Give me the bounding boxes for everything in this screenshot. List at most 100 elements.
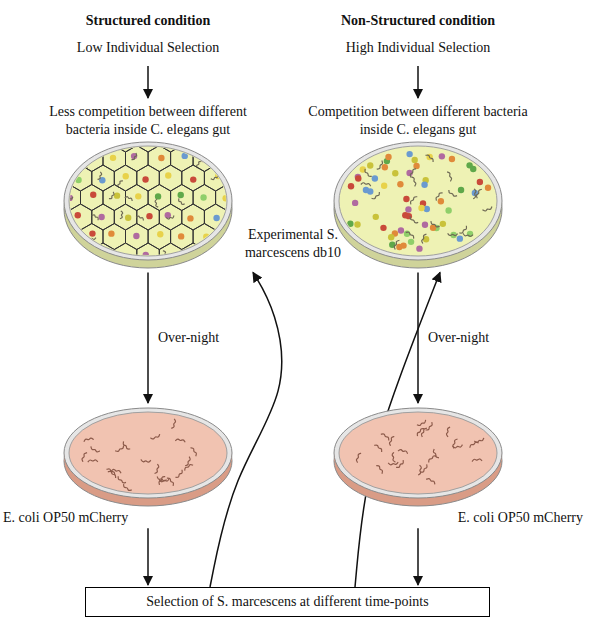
hex-cell: [58, 263, 81, 272]
bacteria-spot: [363, 187, 369, 193]
worm: [185, 465, 193, 471]
bacteria-spot: [123, 173, 129, 179]
bacteria-spot: [189, 139, 195, 145]
worm: [155, 464, 159, 474]
bacteria-spot: [200, 195, 206, 201]
bacteria-spot: [416, 246, 422, 252]
worm: [406, 232, 414, 239]
worm: [118, 476, 126, 483]
agar: [339, 412, 497, 494]
worm: [420, 464, 427, 472]
bacteria-spot: [215, 173, 221, 179]
hex-cell: [216, 263, 238, 272]
hex-cell: [182, 204, 205, 230]
dish-rim: [64, 142, 232, 260]
hex-cell: [69, 243, 92, 269]
bacteria-spot: [222, 195, 228, 201]
worm: [109, 192, 114, 199]
hex-cell: [204, 204, 227, 230]
hex-cell: [126, 263, 149, 272]
flow-arrow: [147, 66, 149, 98]
worm: [211, 175, 218, 180]
hex-cell: [114, 204, 137, 230]
worm: [431, 222, 440, 228]
bacteria-spot: [66, 157, 72, 163]
bacteria-spot: [178, 192, 184, 198]
bacteria-spot: [169, 139, 175, 143]
hex-cell: [69, 139, 92, 152]
bacteria-spot: [373, 214, 379, 220]
bacteria-spot: [75, 177, 81, 183]
dish-drawing: [58, 405, 238, 509]
worm: [381, 434, 389, 441]
bacteria-spot: [238, 139, 239, 140]
hex-cell: [227, 243, 238, 269]
worm: [374, 445, 381, 452]
worm: [436, 193, 443, 201]
edge-label: Over-night: [426, 329, 491, 347]
bacteria-spot: [178, 234, 184, 240]
dish-content: [347, 151, 492, 252]
worm: [365, 169, 372, 177]
agar: [69, 146, 227, 256]
hex-cell: [204, 139, 227, 152]
bacteria-spot: [224, 234, 230, 240]
agar: [339, 146, 497, 256]
dish-label: Less competition between different bacte…: [38, 103, 258, 139]
hex-cell: [114, 165, 137, 191]
bacteria-spot: [89, 231, 95, 237]
bacteria-spot: [114, 193, 120, 199]
bacteria-spot: [403, 196, 409, 202]
bacteria-spot: [213, 251, 219, 257]
bacteria-spot: [380, 225, 386, 231]
bacteria-spot: [458, 187, 464, 193]
dish-content: [58, 139, 238, 271]
bacteria-spot: [58, 178, 61, 184]
column-heading: Non-Structured condition: [298, 12, 538, 30]
bacteria-spot: [155, 194, 161, 200]
hex-cell: [171, 224, 194, 250]
bacteria-spot: [413, 163, 419, 169]
bacteria-spot: [408, 239, 414, 245]
bacteria-spot: [352, 200, 358, 206]
worm: [398, 450, 408, 454]
bacteria-spot: [470, 166, 476, 172]
worm: [411, 177, 416, 186]
worm: [222, 239, 225, 247]
bacteria-spot: [165, 173, 171, 179]
hex-cell: [216, 146, 238, 172]
hex-cell: [204, 243, 227, 269]
hex-cell: [148, 224, 171, 250]
worm: [228, 139, 234, 142]
worm: [392, 452, 395, 462]
bacteria-spot: [169, 256, 175, 262]
bacteria-spot: [158, 155, 164, 161]
worm: [426, 479, 435, 485]
bacteria-spot: [348, 183, 354, 189]
worm: [361, 183, 371, 186]
hex-cell: [148, 146, 171, 172]
worm: [136, 216, 143, 220]
bacteria-spot: [189, 251, 195, 257]
bacteria-spot: [142, 177, 148, 183]
worm: [446, 427, 450, 437]
bacteria-spot: [77, 252, 83, 258]
hex-cell: [103, 263, 126, 272]
worm: [65, 197, 73, 200]
bacteria-spot: [146, 213, 152, 219]
bacteria-spot: [77, 139, 83, 141]
bacteria-spot: [385, 154, 391, 160]
worm: [447, 172, 452, 181]
bacteria-spot: [418, 205, 424, 211]
bacteria-spot: [90, 270, 96, 271]
bacteria-spot: [405, 207, 411, 213]
worm: [449, 190, 457, 196]
worm: [476, 190, 481, 199]
worm: [377, 161, 383, 170]
bacteria-spot: [67, 270, 73, 271]
hex-cell: [92, 243, 115, 269]
bacteria-spot: [190, 177, 196, 183]
flow-arrow: [417, 272, 419, 403]
worm: [64, 270, 68, 271]
